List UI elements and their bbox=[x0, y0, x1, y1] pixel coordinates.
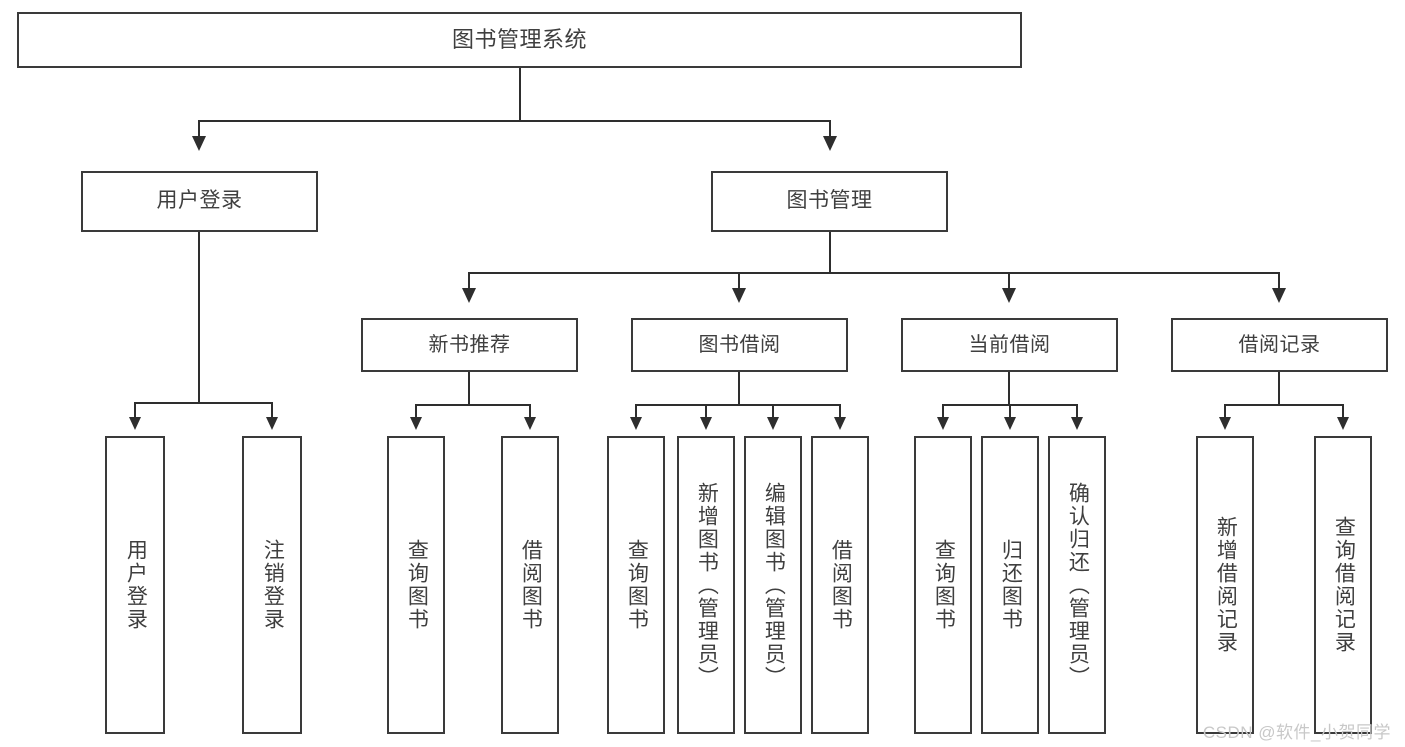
connector-current-borrow-drop-2 bbox=[1076, 404, 1078, 418]
node-label: 用户登录 bbox=[156, 189, 243, 213]
node-current-borrow[interactable]: 当前借阅 bbox=[901, 318, 1118, 372]
arrow-to-leaf-book-borrow-1 bbox=[700, 417, 712, 430]
node-label: 查询图书 bbox=[932, 539, 956, 631]
connector-book-borrow-drop-2 bbox=[772, 404, 774, 418]
node-label: 查询图书 bbox=[625, 539, 649, 631]
arrow-to-leaf-user-login-1 bbox=[266, 417, 278, 430]
arrow-to-leaf-new-book-1 bbox=[524, 417, 536, 430]
connector-level3-bus bbox=[468, 272, 1280, 274]
connector-root-drop-left bbox=[198, 120, 200, 138]
leaf-book-borrow-0[interactable]: 查询图书 bbox=[607, 436, 665, 734]
connector-book-borrow-bus bbox=[635, 404, 841, 406]
leaf-borrow-record-0[interactable]: 新增借阅记录 bbox=[1196, 436, 1254, 734]
connector-root-drop-right bbox=[829, 120, 831, 138]
node-label: 用户登录 bbox=[124, 539, 148, 631]
arrow-to-leaf-current-borrow-2 bbox=[1071, 417, 1083, 430]
node-label: 借阅图书 bbox=[829, 539, 853, 631]
leaf-borrow-record-1[interactable]: 查询借阅记录 bbox=[1314, 436, 1372, 734]
connector-borrow-record-stem bbox=[1278, 372, 1280, 405]
node-root-system[interactable]: 图书管理系统 bbox=[17, 12, 1022, 68]
node-label: 查询借阅记录 bbox=[1332, 516, 1356, 654]
node-label: 新增借阅记录 bbox=[1214, 516, 1238, 654]
node-book-borrow[interactable]: 图书借阅 bbox=[631, 318, 848, 372]
arrow-to-leaf-current-borrow-0 bbox=[937, 417, 949, 430]
node-label: 新增图书（管理员） bbox=[695, 481, 719, 689]
node-label: 新书推荐 bbox=[428, 333, 511, 356]
arrow-to-leaf-borrow-record-1 bbox=[1337, 417, 1349, 430]
connector-book-borrow-drop-1 bbox=[705, 404, 707, 418]
leaf-book-borrow-1[interactable]: 新增图书（管理员） bbox=[677, 436, 735, 734]
leaf-current-borrow-2[interactable]: 确认归还（管理员） bbox=[1048, 436, 1106, 734]
arrow-to-current-borrow bbox=[1002, 288, 1016, 303]
leaf-new-book-0[interactable]: 查询图书 bbox=[387, 436, 445, 734]
node-label: 借阅图书 bbox=[519, 539, 543, 631]
node-label: 图书借阅 bbox=[698, 333, 781, 356]
leaf-current-borrow-1[interactable]: 归还图书 bbox=[981, 436, 1039, 734]
connector-new-book-drop-1 bbox=[529, 404, 531, 418]
connector-level3-drop-3 bbox=[1278, 272, 1280, 290]
arrow-to-leaf-user-login-0 bbox=[129, 417, 141, 430]
connector-level3-drop-1 bbox=[738, 272, 740, 290]
leaf-book-borrow-3[interactable]: 借阅图书 bbox=[811, 436, 869, 734]
arrow-to-leaf-borrow-record-0 bbox=[1219, 417, 1231, 430]
node-label: 查询图书 bbox=[405, 539, 429, 631]
connector-root-stem bbox=[519, 68, 521, 121]
arrow-to-leaf-new-book-0 bbox=[410, 417, 422, 430]
connector-level3-drop-2 bbox=[1008, 272, 1010, 290]
connector-borrow-record-drop-0 bbox=[1224, 404, 1226, 418]
arrow-to-book-borrow bbox=[732, 288, 746, 303]
connector-book-borrow-drop-0 bbox=[635, 404, 637, 418]
arrow-to-borrow-record bbox=[1272, 288, 1286, 303]
node-book-manage[interactable]: 图书管理 bbox=[711, 171, 948, 232]
node-label: 确认归还（管理员） bbox=[1066, 481, 1090, 689]
connector-user-login-bus bbox=[134, 402, 272, 404]
leaf-current-borrow-0[interactable]: 查询图书 bbox=[914, 436, 972, 734]
connector-current-borrow-drop-1 bbox=[1009, 404, 1011, 418]
connector-new-book-drop-0 bbox=[415, 404, 417, 418]
node-new-book-recommend[interactable]: 新书推荐 bbox=[361, 318, 578, 372]
connector-book-borrow-drop-3 bbox=[839, 404, 841, 418]
node-label: 图书管理系统 bbox=[451, 27, 587, 53]
arrow-to-book-manage bbox=[823, 136, 837, 151]
arrow-to-new-book bbox=[462, 288, 476, 303]
connector-borrow-record-drop-1 bbox=[1342, 404, 1344, 418]
connector-current-borrow-stem bbox=[1008, 372, 1010, 405]
connector-book-borrow-stem bbox=[738, 372, 740, 405]
arrow-to-leaf-current-borrow-1 bbox=[1004, 417, 1016, 430]
connector-borrow-record-bus bbox=[1224, 404, 1344, 406]
connector-new-book-bus bbox=[415, 404, 531, 406]
arrow-to-user-login bbox=[192, 136, 206, 151]
arrow-to-leaf-book-borrow-3 bbox=[834, 417, 846, 430]
node-label: 借阅记录 bbox=[1238, 333, 1321, 356]
connector-current-borrow-drop-0 bbox=[942, 404, 944, 418]
node-label: 当前借阅 bbox=[968, 333, 1051, 356]
leaf-new-book-1[interactable]: 借阅图书 bbox=[501, 436, 559, 734]
node-label: 归还图书 bbox=[999, 539, 1023, 631]
leaf-book-borrow-2[interactable]: 编辑图书（管理员） bbox=[744, 436, 802, 734]
node-label: 编辑图书（管理员） bbox=[762, 481, 786, 689]
arrow-to-leaf-book-borrow-0 bbox=[630, 417, 642, 430]
connector-root-bus bbox=[198, 120, 831, 122]
connector-level3-drop-0 bbox=[468, 272, 470, 290]
leaf-user-login-1[interactable]: 注销登录 bbox=[242, 436, 302, 734]
node-label: 注销登录 bbox=[261, 539, 285, 631]
connector-user-login-drop-1 bbox=[271, 402, 273, 418]
connector-book-manage-stem bbox=[829, 232, 831, 273]
arrow-to-leaf-book-borrow-2 bbox=[767, 417, 779, 430]
connector-user-login-drop-0 bbox=[134, 402, 136, 418]
leaf-user-login-0[interactable]: 用户登录 bbox=[105, 436, 165, 734]
connector-user-login-stem bbox=[198, 232, 200, 403]
node-label: 图书管理 bbox=[786, 189, 873, 213]
node-user-login[interactable]: 用户登录 bbox=[81, 171, 318, 232]
connector-new-book-stem bbox=[468, 372, 470, 405]
node-borrow-record[interactable]: 借阅记录 bbox=[1171, 318, 1388, 372]
